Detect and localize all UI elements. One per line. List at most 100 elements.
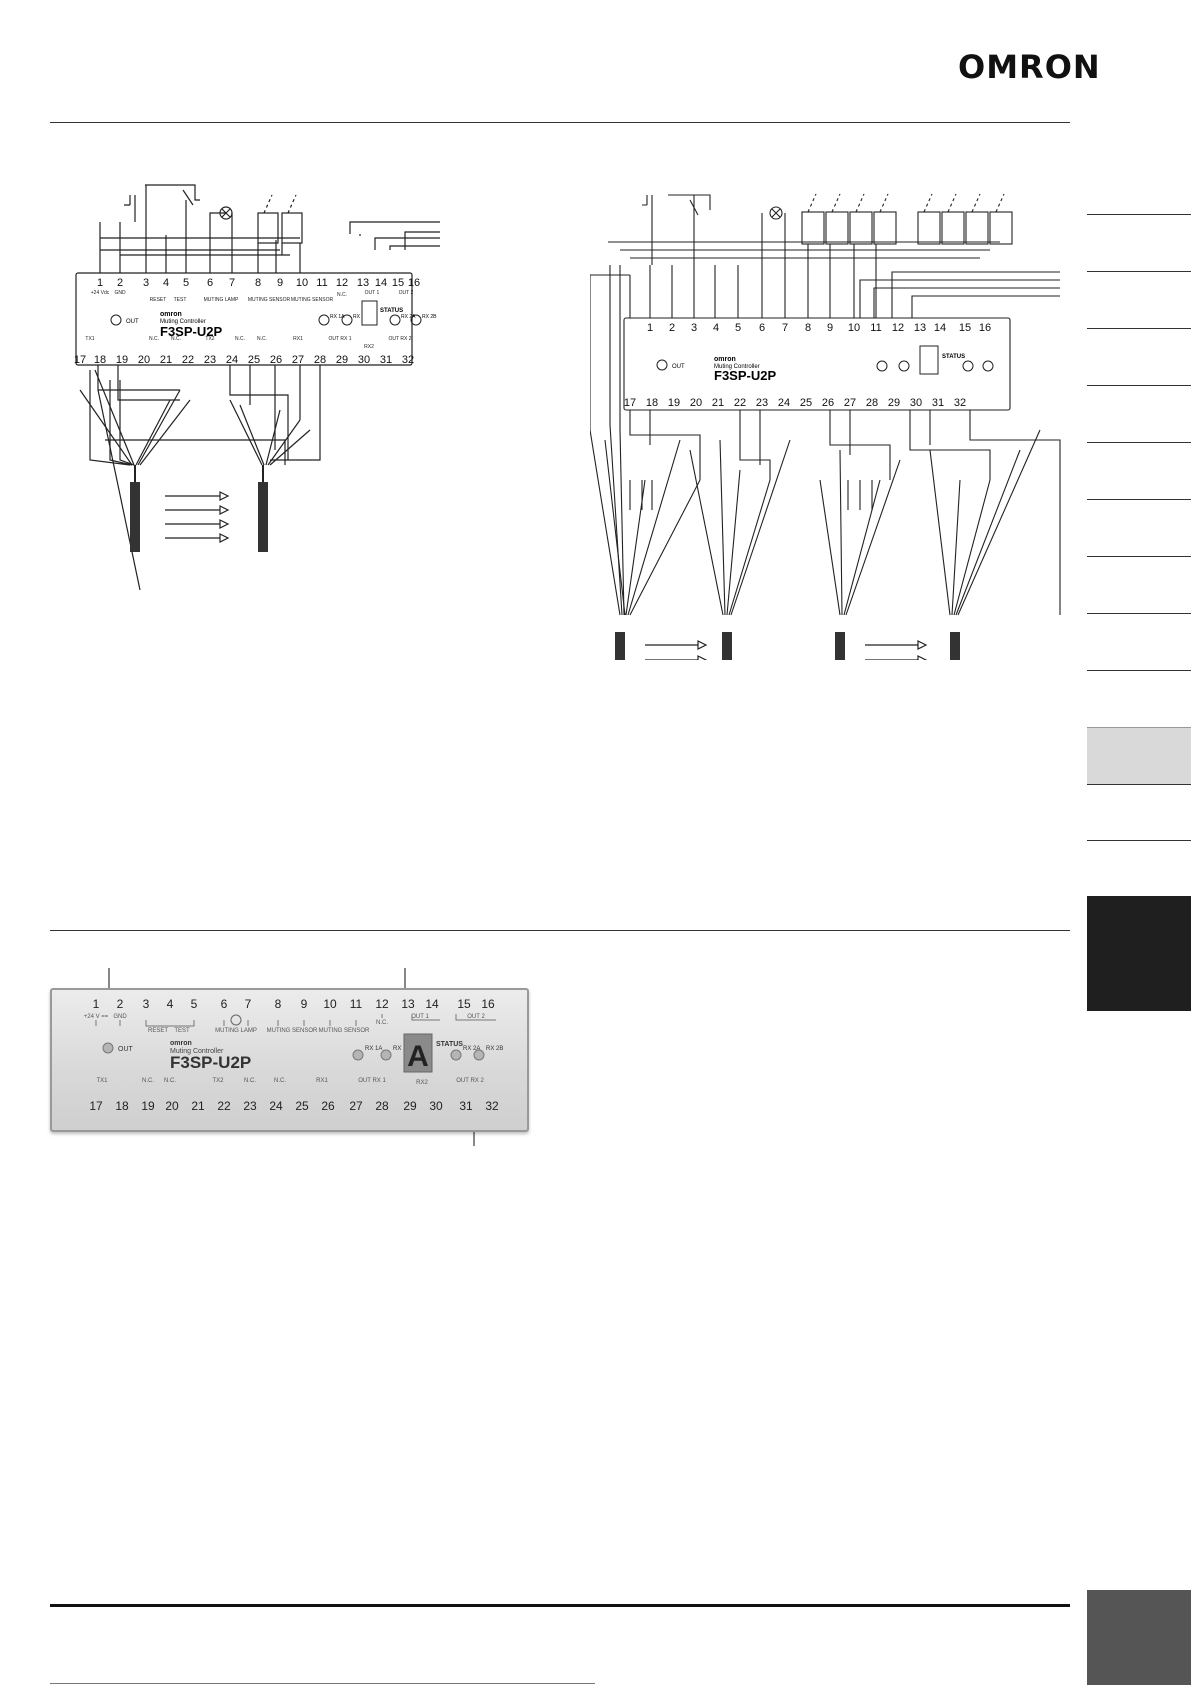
side-tab[interactable] bbox=[1087, 840, 1191, 898]
terminal-caption: OUT RX 1 bbox=[358, 1078, 386, 1084]
terminal-label: 6 bbox=[221, 997, 228, 1011]
terminal-caption: RESET bbox=[148, 1028, 168, 1034]
side-tab[interactable] bbox=[1087, 556, 1191, 613]
side-tab[interactable] bbox=[1087, 214, 1191, 271]
terminal-label: 10 bbox=[848, 322, 860, 334]
terminal-label: 28 bbox=[866, 397, 878, 409]
model-name: F3SP-U2P bbox=[170, 1053, 251, 1072]
rx2b-led bbox=[982, 360, 994, 372]
rx1a-label: RX 1A bbox=[365, 1046, 382, 1052]
terminal-label: 2 bbox=[669, 322, 675, 334]
emitter-bar bbox=[835, 632, 845, 660]
side-tab[interactable] bbox=[1087, 613, 1191, 670]
terminal-label: 30 bbox=[910, 397, 922, 409]
terminal-label: 26 bbox=[321, 1099, 335, 1113]
terminal-label: 29 bbox=[336, 354, 348, 366]
terminal-label: 22 bbox=[217, 1099, 231, 1113]
terminal-label: 25 bbox=[800, 397, 812, 409]
terminal-label: 19 bbox=[668, 397, 680, 409]
out-led bbox=[102, 1042, 114, 1054]
terminal-label: 19 bbox=[116, 354, 128, 366]
terminal-label: 4 bbox=[163, 277, 169, 289]
terminal-label: 23 bbox=[243, 1099, 257, 1113]
terminal-label: 15 bbox=[457, 997, 471, 1011]
wiring-diagram-right: 1 2 3 4 5 6 7 8 9 10 11 12 13 14 15 16 1… bbox=[590, 193, 1061, 660]
terminal-caption: N.C. bbox=[257, 336, 267, 342]
side-tab[interactable] bbox=[1087, 271, 1191, 328]
terminal-label: 23 bbox=[204, 354, 216, 366]
terminal-label: 21 bbox=[160, 354, 172, 366]
terminal-label: 29 bbox=[888, 397, 900, 409]
terminal-caption: N.C. bbox=[235, 336, 245, 342]
terminal-label: 27 bbox=[292, 354, 304, 366]
omron-logo: OMRON bbox=[958, 48, 1101, 86]
terminal-label: 9 bbox=[277, 277, 283, 289]
side-tab[interactable] bbox=[1087, 499, 1191, 556]
side-tab-section[interactable] bbox=[1087, 896, 1191, 1011]
terminal-caption: N.C. bbox=[164, 1078, 176, 1084]
side-tab[interactable] bbox=[1087, 442, 1191, 499]
out-led-label: OUT bbox=[126, 319, 139, 325]
terminal-caption: GND bbox=[114, 290, 126, 296]
side-tab[interactable] bbox=[1087, 385, 1191, 442]
terminal-label: 20 bbox=[690, 397, 702, 409]
terminal-label: 24 bbox=[778, 397, 790, 409]
terminal-caption: MUTING SENSOR bbox=[248, 297, 291, 303]
terminal-caption: RX2 bbox=[364, 344, 374, 350]
terminal-label: 5 bbox=[191, 997, 198, 1011]
status-display-char: A bbox=[407, 1040, 429, 1073]
receiver-bar bbox=[722, 632, 732, 660]
terminal-label: 24 bbox=[226, 354, 238, 366]
terminal-label: 16 bbox=[979, 322, 991, 334]
terminal-label: 10 bbox=[296, 277, 308, 289]
controller-front-panel: 1 2 3 4 5 6 7 8 9 10 11 12 13 14 15 16 +… bbox=[50, 988, 529, 1132]
terminal-caption: RX2 bbox=[416, 1080, 428, 1086]
terminal-caption: N.C. bbox=[274, 1078, 286, 1084]
terminal-label: 15 bbox=[392, 277, 404, 289]
terminal-label: 15 bbox=[959, 322, 971, 334]
terminal-caption: N.C. bbox=[337, 292, 347, 298]
terminal-label: 13 bbox=[401, 997, 415, 1011]
terminal-label: 30 bbox=[358, 354, 370, 366]
terminal-caption: OUT 2 bbox=[399, 290, 414, 296]
status-label: STATUS bbox=[942, 354, 965, 360]
side-tab[interactable] bbox=[1087, 328, 1191, 385]
terminal-label: 20 bbox=[165, 1099, 179, 1113]
terminal-label: 6 bbox=[207, 277, 213, 289]
terminal-caption: N.C. bbox=[376, 1020, 388, 1026]
terminal-label: 17 bbox=[89, 1099, 103, 1113]
terminal-caption: RESET bbox=[150, 297, 167, 303]
rx1a-led bbox=[352, 1049, 364, 1061]
side-tab[interactable] bbox=[1087, 670, 1191, 727]
terminal-label: 12 bbox=[336, 277, 348, 289]
brand-small: omron bbox=[160, 311, 182, 318]
terminal-caption: MUTING SENSOR bbox=[267, 1028, 318, 1034]
terminal-label: 32 bbox=[954, 397, 966, 409]
terminal-label: 27 bbox=[349, 1099, 363, 1113]
terminal-caption: RX1 bbox=[316, 1078, 328, 1084]
side-tab[interactable] bbox=[1087, 784, 1191, 841]
page-number-tab bbox=[1087, 1590, 1191, 1685]
controller-subtitle: Muting Controller bbox=[160, 319, 206, 325]
emitter-bar bbox=[130, 482, 140, 552]
status-label: STATUS bbox=[380, 308, 403, 314]
terminal-caption: OUT 1 bbox=[411, 1014, 429, 1020]
terminal-label: 12 bbox=[892, 322, 904, 334]
terminal-label: 23 bbox=[756, 397, 768, 409]
rx1b-label: RX 1B bbox=[353, 314, 368, 320]
terminal-label: 1 bbox=[93, 997, 100, 1011]
muting-sensor-icon bbox=[965, 211, 989, 245]
terminal-label: 16 bbox=[408, 277, 420, 289]
section-rule bbox=[50, 930, 1070, 931]
muting-sensor-icon bbox=[989, 211, 1013, 245]
status-display bbox=[919, 345, 939, 375]
muting-sensor-icon bbox=[941, 211, 965, 245]
side-tab-active[interactable] bbox=[1087, 727, 1191, 784]
terminal-caption: TX2 bbox=[205, 336, 214, 342]
terminal-label: 8 bbox=[805, 322, 811, 334]
terminal-label: 8 bbox=[255, 277, 261, 289]
rx2b-led bbox=[410, 314, 422, 326]
terminal-label: 26 bbox=[270, 354, 282, 366]
terminal-caption: OUT 2 bbox=[467, 1014, 485, 1020]
terminal-label: 31 bbox=[932, 397, 944, 409]
